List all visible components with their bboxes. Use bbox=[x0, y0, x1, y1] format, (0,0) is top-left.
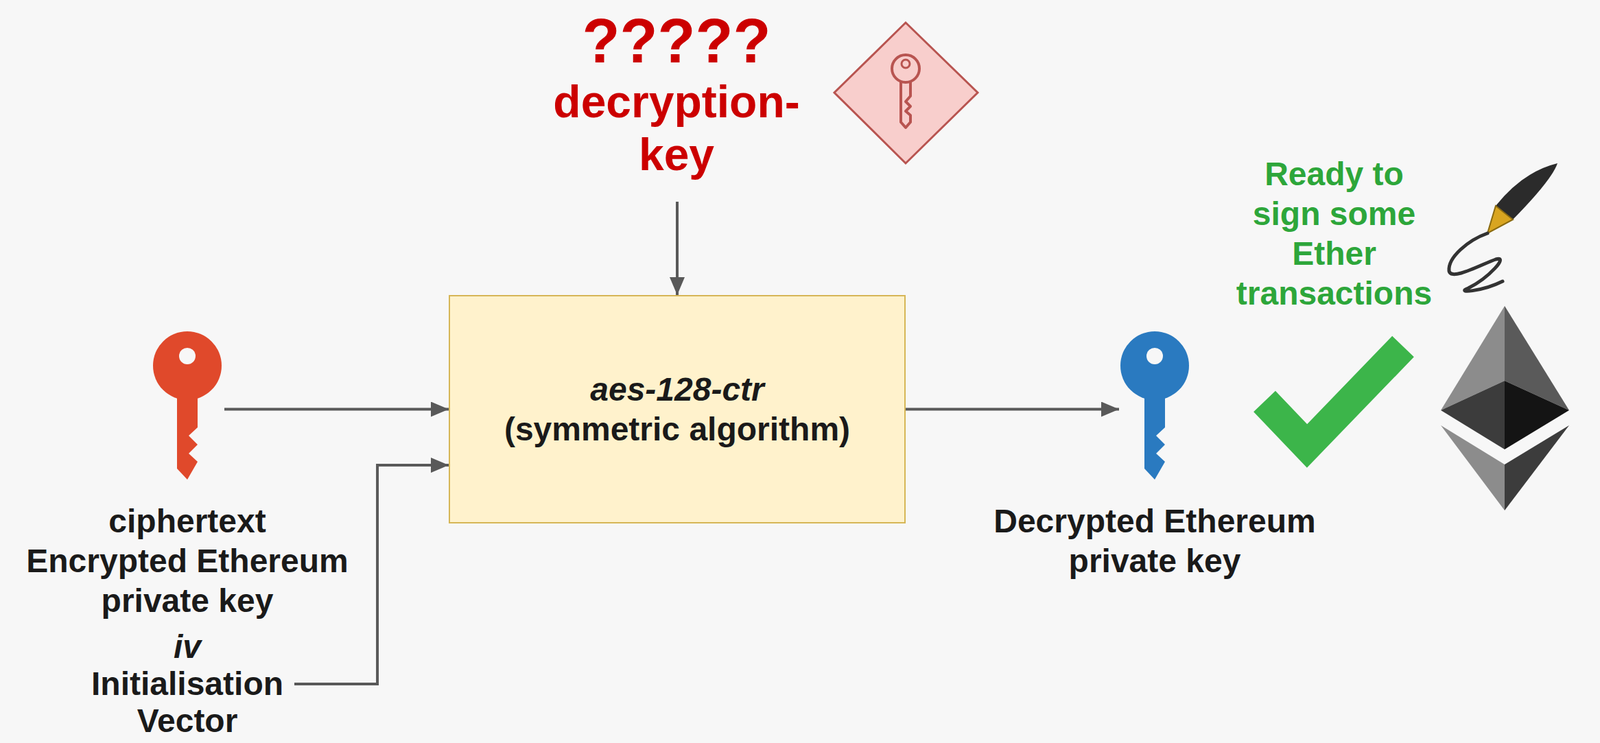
flow-arrow bbox=[905, 408, 1120, 411]
status-note: Ready to sign some Ether transactions bbox=[1229, 154, 1439, 314]
ethereum-logo bbox=[1440, 306, 1570, 511]
node-title: iv bbox=[84, 628, 291, 666]
decrypted-key-icon: Decrypted Ethereum private key bbox=[1120, 331, 1190, 480]
key-input: ?????decryption-key bbox=[539, 6, 814, 182]
flow-arrow bbox=[675, 201, 679, 296]
node-text: (symmetric algorithm) bbox=[450, 409, 905, 450]
node-text: Encrypted Ethereum private key bbox=[15, 541, 359, 621]
key-diamond-icon bbox=[834, 22, 978, 164]
key-caption: Decrypted Ethereum private key bbox=[983, 501, 1327, 582]
key-icon bbox=[1120, 331, 1190, 480]
check-mark bbox=[1264, 346, 1404, 446]
key-caption: ciphertextEncrypted Ethereum private key bbox=[15, 501, 359, 621]
node-title: aes-128-ctr bbox=[450, 369, 905, 410]
node-title: ciphertext bbox=[15, 501, 359, 542]
flow-arrow bbox=[224, 408, 449, 411]
iv-input: ivInitialisation Vector bbox=[84, 628, 291, 740]
algorithm-box: aes-128-ctr(symmetric algorithm) bbox=[448, 295, 906, 524]
key-icon bbox=[153, 331, 223, 480]
node-text: decryption-key bbox=[539, 75, 814, 182]
node-title: ????? bbox=[539, 6, 814, 76]
encrypted-key-icon: ciphertextEncrypted Ethereum private key bbox=[153, 331, 223, 480]
node-title: Decrypted Ethereum private key bbox=[983, 501, 1327, 582]
pen-icon bbox=[1449, 163, 1558, 291]
node-text: Initialisation Vector bbox=[84, 665, 291, 740]
